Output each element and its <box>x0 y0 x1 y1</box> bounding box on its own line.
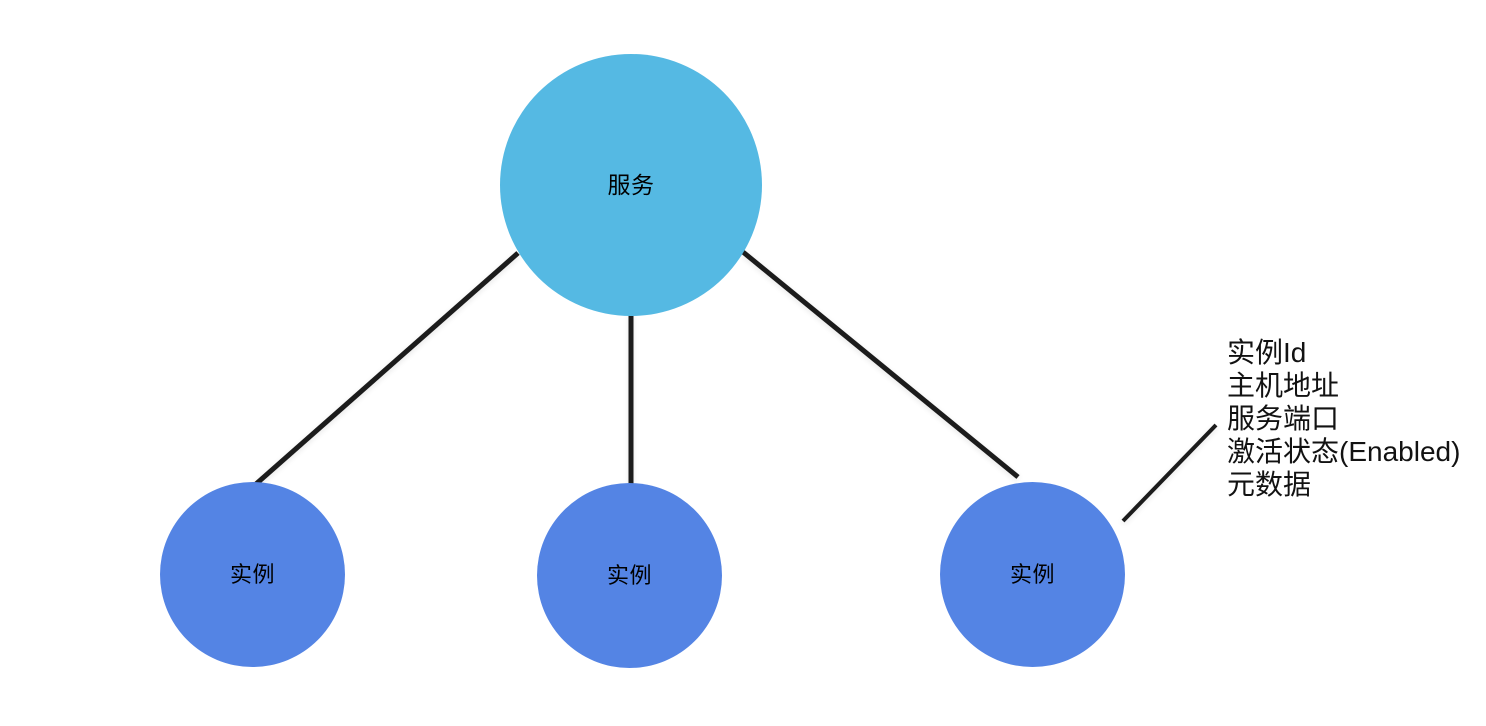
service-node-label: 服务 <box>607 171 655 198</box>
instance-node-2-label: 实例 <box>606 562 652 588</box>
annotation-line-instance-id: 实例Id <box>1227 337 1307 368</box>
instance-node-3[interactable]: 实例 <box>940 482 1125 667</box>
instance-attributes-annotation: 实例Id 主机地址 服务端口 激活状态(Enabled) 元数据 <box>1227 336 1477 501</box>
instance-node-2[interactable]: 实例 <box>537 483 722 668</box>
instance-node-1[interactable]: 实例 <box>160 482 345 667</box>
instance-node-3-label: 实例 <box>1009 561 1055 587</box>
instance-node-1-label: 实例 <box>229 561 275 587</box>
annotation-line-metadata: 元数据 <box>1227 469 1312 500</box>
edge-service-instance-1 <box>254 251 520 486</box>
edge-service-instance-3 <box>741 250 1020 479</box>
annotation-leader-line <box>1121 423 1218 523</box>
service-node[interactable]: 服务 <box>500 54 762 316</box>
annotation-line-host-address: 主机地址 <box>1227 370 1340 401</box>
annotation-line-enabled-state: 激活状态(Enabled) <box>1227 436 1461 467</box>
annotation-line-service-port: 服务端口 <box>1227 403 1340 434</box>
